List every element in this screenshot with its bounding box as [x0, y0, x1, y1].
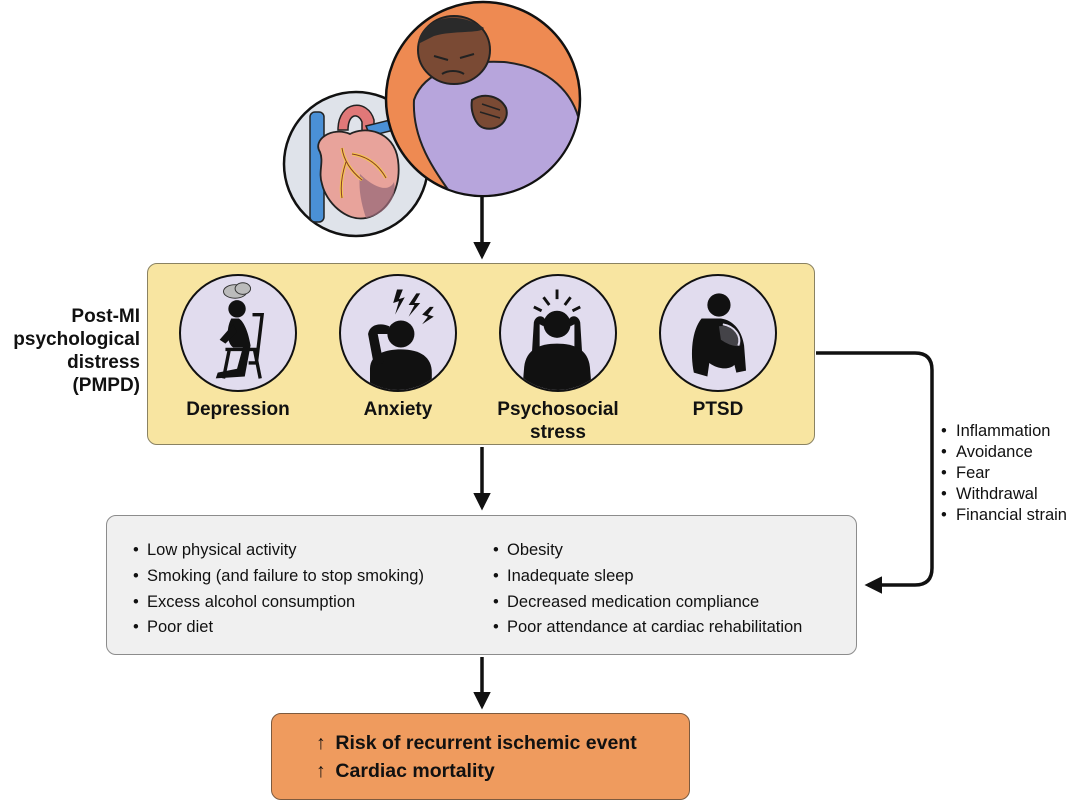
outcome-text: Cardiac mortality	[335, 760, 495, 782]
mechanism-item: Inflammation	[941, 421, 1067, 442]
pmpd-label-line: distress	[67, 352, 140, 373]
behavior-item: Low physical activity	[133, 538, 424, 564]
up-arrow-icon: ↑	[316, 732, 326, 754]
pmpd-label-line: psychological	[13, 329, 140, 350]
mechanism-list: Inflammation Avoidance Fear Withdrawal F…	[941, 421, 1067, 526]
condition-ptsd: PTSD	[648, 274, 788, 421]
behaviors-list-right: Obesity Inadequate sleep Decreased medic…	[493, 538, 802, 641]
condition-label: Psychosocial	[497, 399, 619, 420]
behavior-item: Poor attendance at cardiac rehabilitatio…	[493, 615, 802, 641]
pmpd-box: Depression Anxiety	[147, 263, 815, 445]
depression-icon	[179, 274, 297, 392]
behavior-item: Obesity	[493, 538, 802, 564]
mechanism-item: Financial strain	[941, 505, 1067, 526]
mechanism-item: Fear	[941, 463, 1067, 484]
condition-psychosocial-stress: Psychosocial stress	[488, 274, 628, 444]
behavior-item: Poor diet	[133, 615, 424, 641]
outcome-box: ↑ Risk of recurrent ischemic event ↑ Car…	[271, 713, 690, 800]
anxiety-icon	[339, 274, 457, 392]
stress-icon	[499, 274, 617, 392]
behavior-item: Inadequate sleep	[493, 564, 802, 590]
condition-label: Depression	[186, 399, 290, 420]
pmpd-label: Post-MI psychological distress (PMPD)	[0, 305, 140, 397]
outcome-text: Risk of recurrent ischemic event	[335, 732, 637, 754]
chest-pain-person-illustration	[384, 0, 582, 198]
condition-label: PTSD	[692, 399, 744, 420]
behavior-item: Smoking (and failure to stop smoking)	[133, 564, 424, 590]
mechanism-item: Withdrawal	[941, 484, 1067, 505]
condition-label: stress	[530, 422, 586, 443]
outcome-item: ↑ Cardiac mortality	[316, 757, 689, 785]
up-arrow-icon: ↑	[316, 760, 326, 782]
pmpd-label-line: (PMPD)	[72, 375, 140, 396]
condition-anxiety: Anxiety	[328, 274, 468, 421]
outcome-item: ↑ Risk of recurrent ischemic event	[316, 729, 689, 757]
condition-depression: Depression	[168, 274, 308, 421]
condition-label: Anxiety	[363, 399, 433, 420]
behaviors-box: Low physical activity Smoking (and failu…	[106, 515, 857, 655]
behaviors-list-left: Low physical activity Smoking (and failu…	[133, 538, 424, 641]
behavior-item: Excess alcohol consumption	[133, 590, 424, 616]
pmpd-label-line: Post-MI	[71, 306, 140, 327]
ptsd-icon	[659, 274, 777, 392]
mechanism-item: Avoidance	[941, 442, 1067, 463]
behavior-item: Decreased medication compliance	[493, 590, 802, 616]
